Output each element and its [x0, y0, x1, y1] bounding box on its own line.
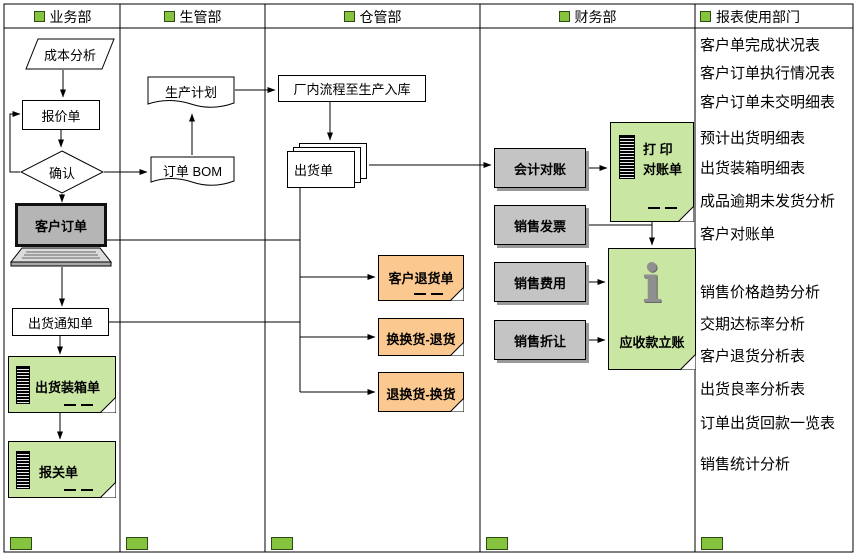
folded-corner-icon	[680, 354, 696, 370]
confirm-decision-node: 确认	[19, 150, 105, 194]
node-label: 生产计划	[164, 84, 217, 100]
lane-bottom-marker	[126, 537, 148, 550]
node-label-line1: 打 印	[643, 142, 673, 157]
barcode-icon	[619, 135, 635, 179]
node-label: 销售发票	[513, 218, 566, 234]
folded-corner-icon	[100, 482, 116, 498]
lane-header-reports: 报表使用部门	[695, 5, 852, 28]
report-item: 销售统计分析	[700, 456, 791, 473]
front-sheet: 出货单	[287, 151, 355, 188]
lane-bottom-marker	[701, 537, 723, 550]
document-shape	[147, 76, 235, 108]
node-label: 应收款立账	[619, 335, 685, 350]
lane-title: 报表使用部门	[716, 8, 800, 25]
folded-corner-icon	[450, 287, 464, 301]
cost-analysis-node: 成本分析	[25, 38, 115, 70]
print-statement-note: 打 印 对账单	[610, 122, 694, 222]
info-icon: i	[642, 254, 662, 315]
lane-marker-icon	[33, 11, 45, 22]
lane-title: 生管部	[179, 8, 222, 25]
node-label: 厂内流程至生产入库	[293, 82, 411, 97]
lane-marker-icon	[343, 11, 355, 22]
report-item: 交期达标率分析	[700, 316, 806, 333]
lane-header-warehouse: 仓管部	[265, 5, 480, 28]
exchange-return-note: 换换货-退货	[378, 318, 464, 356]
node-label: 出货装箱单	[35, 380, 101, 395]
folded-corner-icon	[450, 342, 464, 356]
node-label: 销售折让	[513, 333, 566, 349]
node-label: 确认	[48, 165, 75, 181]
accounting-recon-node: 会计对账	[494, 148, 586, 188]
lane-marker-icon	[558, 11, 570, 22]
report-item: 客户订单未交明细表	[700, 94, 836, 111]
lane-marker-icon	[700, 11, 711, 22]
sales-invoice-node: 销售发票	[494, 205, 586, 245]
node-label: 报关单	[39, 465, 79, 480]
laptop-keyboard-icon	[9, 247, 113, 267]
signature-lines	[64, 404, 93, 406]
sales-expense-node: 销售费用	[494, 262, 586, 302]
sales-allowance-node: 销售折让	[494, 320, 586, 360]
folded-corner-icon	[100, 397, 116, 413]
production-plan-node: 生产计划	[147, 76, 235, 112]
factory-process-node: 厂内流程至生产入库	[278, 75, 426, 102]
lane-bottom-marker	[486, 537, 508, 550]
lane-header-production: 生管部	[120, 5, 265, 28]
order-bom-node: 订单 BOM	[150, 156, 235, 190]
ship-notice-node: 出货通知单	[12, 308, 109, 336]
lane-bottom-marker	[271, 537, 293, 550]
node-label: 退换货-换货	[386, 387, 456, 402]
report-item: 订单出货回款一览表	[700, 415, 836, 432]
report-item: 客户退货分析表	[700, 348, 806, 365]
node-label: 出货单	[294, 163, 334, 178]
lane-bottom-marker	[10, 537, 32, 550]
folded-corner-icon	[678, 206, 694, 222]
report-item: 客户订单执行情况表	[700, 65, 836, 82]
node-label: 报价单	[41, 108, 81, 124]
customer-return-note: 客户退货单	[378, 255, 464, 301]
node-label: 客户退货单	[388, 271, 454, 286]
node-label-line2: 对账单	[643, 162, 683, 177]
parallelogram-shape	[25, 38, 115, 70]
signature-lines	[648, 207, 677, 209]
return-exchange-note: 退换货-换货	[378, 372, 464, 412]
node-label: 出货通知单	[27, 315, 93, 331]
report-item: 销售价格趋势分析	[700, 284, 821, 301]
node-label: 销售费用	[513, 275, 566, 291]
report-item: 客户单完成状况表	[700, 37, 821, 54]
report-item: 预计出货明细表	[700, 130, 806, 147]
signature-lines	[414, 293, 443, 295]
shipping-order-node: 出货单	[287, 143, 369, 189]
signature-lines	[64, 489, 93, 491]
node-label: 客户订单	[34, 218, 87, 234]
packing-list-note: 出货装箱单	[8, 356, 116, 413]
report-item: 成品逾期未发货分析	[700, 193, 836, 210]
node-label: 换换货-退货	[386, 332, 456, 347]
node-label: 会计对账	[513, 161, 566, 177]
barcode-icon	[16, 366, 30, 404]
quotation-node: 报价单	[22, 100, 100, 130]
lane-marker-icon	[163, 11, 175, 22]
document-shape	[150, 156, 235, 186]
lane-title: 财务部	[574, 8, 617, 25]
lane-header-finance: 财务部	[480, 5, 695, 28]
report-item: 出货良率分析表	[700, 381, 806, 398]
node-label: 订单 BOM	[162, 163, 223, 179]
receivable-note: i 应收款立账	[608, 248, 696, 370]
lane-title: 仓管部	[359, 8, 402, 25]
report-item: 客户对账单	[700, 226, 776, 243]
lane-header-business: 业务部	[5, 5, 120, 28]
folded-corner-icon	[450, 398, 464, 412]
customs-declaration-note: 报关单	[8, 441, 116, 498]
report-item: 出货装箱明细表	[700, 160, 806, 177]
node-label: 成本分析	[43, 47, 96, 63]
lane-title: 业务部	[49, 8, 92, 25]
laptop-screen-icon: 客户订单	[15, 203, 107, 247]
diamond-shape	[19, 150, 105, 194]
barcode-icon	[16, 451, 30, 489]
customer-order-node: 客户订单	[9, 203, 113, 267]
